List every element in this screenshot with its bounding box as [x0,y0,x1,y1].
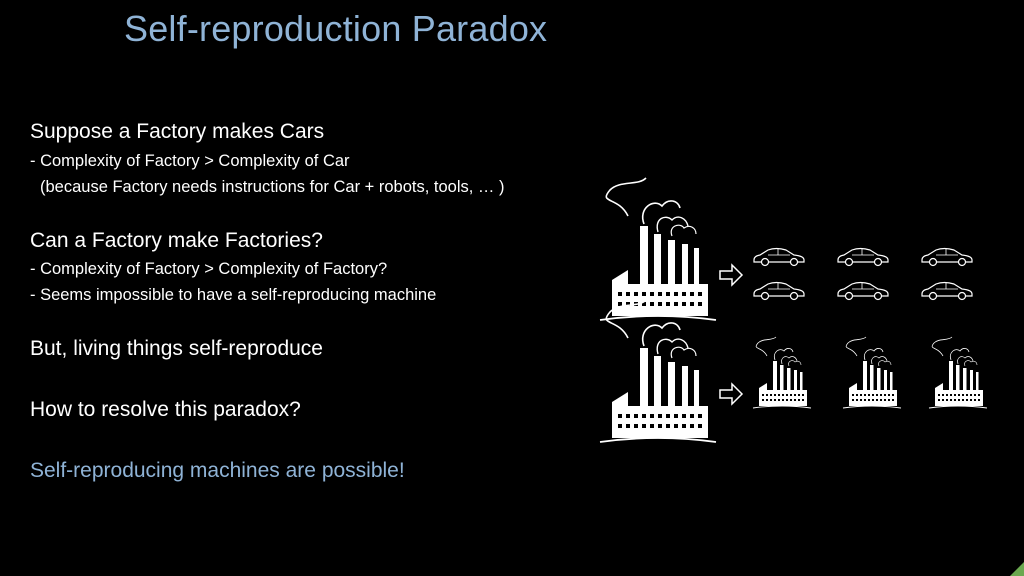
car-icon [753,281,805,301]
factory-icon [599,299,717,443]
body-line-2: - Complexity of Factory > Complexity of … [30,152,350,170]
car-icon [921,281,973,301]
body-line-6: - Seems impossible to have a self-reprod… [30,286,437,304]
body-line-4: Can a Factory make Factories? [30,229,323,252]
body-line-3: (because Factory needs instructions for … [40,178,505,196]
car-icon [753,247,805,267]
car-icon [837,281,889,301]
slide-title: Self-reproduction Paradox [124,8,548,49]
body-line-7: But, living things self-reproduce [30,337,323,360]
corner-accent [1010,562,1024,576]
car-icon [921,247,973,267]
body-line-9: Self-reproducing machines are possible! [30,459,405,482]
body-line-1: Suppose a Factory makes Cars [30,120,325,143]
body-line-5: - Complexity of Factory > Complexity of … [30,260,388,278]
car-icon [837,247,889,267]
factory-icon [928,336,988,409]
arrow-icon [719,264,743,286]
arrow-icon [719,383,743,405]
body-line-8: How to resolve this paradox? [30,398,301,421]
factory-icon [842,336,902,409]
factory-icon [752,336,812,409]
factory-icon [599,177,717,321]
